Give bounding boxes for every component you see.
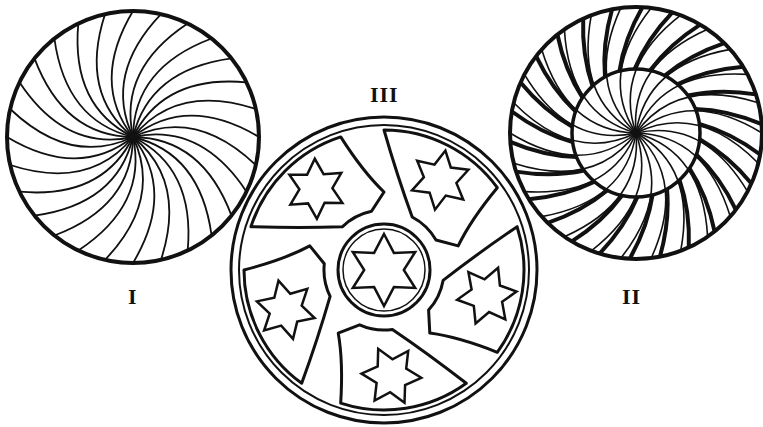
bold-stroke	[604, 9, 612, 77]
six-point-star	[412, 151, 468, 210]
star-pinwheel-disc	[231, 117, 537, 423]
disc-hub	[129, 133, 137, 141]
bold-stroke	[521, 82, 573, 126]
six-point-star	[289, 159, 342, 219]
spiral-stroke	[133, 137, 212, 236]
spiral-stroke	[54, 137, 133, 236]
spiral-stroke	[35, 137, 134, 216]
bold-stroke	[510, 142, 576, 157]
bold-stroke	[699, 124, 760, 155]
six-point-star	[362, 349, 422, 403]
spiral-disc-two	[510, 7, 762, 259]
disc-rim	[231, 117, 537, 423]
figure-numeral: I	[128, 286, 138, 308]
spiral-stroke	[97, 14, 133, 137]
pinwheel-panel	[244, 246, 330, 383]
bold-stroke	[600, 197, 638, 254]
pinwheel-panel	[251, 137, 384, 228]
inner-ring	[572, 69, 700, 197]
bold-stroke	[700, 139, 752, 183]
spiral-stroke	[133, 82, 247, 137]
center-ring	[343, 229, 425, 311]
spiral-stroke	[133, 39, 212, 138]
bold-stroke	[688, 92, 756, 96]
figure-numeral: II	[622, 286, 641, 308]
bold-stroke	[677, 67, 743, 84]
bold-stroke	[695, 109, 761, 124]
bold-stroke	[689, 168, 714, 231]
bold-stroke	[516, 171, 584, 175]
six-point-star	[353, 234, 415, 306]
disc-hub	[632, 129, 640, 137]
spiral-stroke	[35, 58, 134, 137]
bold-stroke	[572, 196, 622, 242]
disc-rim	[510, 7, 762, 259]
spiral-stroke	[54, 39, 133, 138]
six-point-star	[257, 281, 315, 339]
bold-stroke	[660, 189, 668, 257]
bold-stroke	[650, 25, 700, 71]
bold-stroke	[635, 12, 673, 69]
spiral-stroke	[10, 137, 133, 173]
bold-stroke	[529, 182, 595, 199]
bold-stroke	[680, 180, 689, 247]
bold-stroke	[512, 112, 573, 143]
spiral-stroke	[133, 137, 169, 260]
disc-rim	[7, 11, 259, 263]
pinwheel-panel	[338, 325, 466, 410]
spiral-stroke	[133, 137, 232, 216]
spiral-stroke	[133, 58, 232, 137]
six-point-star	[457, 268, 516, 324]
pinwheel-panel	[429, 227, 524, 353]
center-circle	[338, 224, 430, 316]
inner-rim	[239, 125, 529, 415]
spiral-disc-one	[7, 11, 259, 263]
bold-stroke	[557, 35, 582, 98]
figure-numeral: III	[370, 84, 399, 106]
bold-stroke	[583, 19, 592, 86]
spiral-stroke	[133, 101, 256, 137]
